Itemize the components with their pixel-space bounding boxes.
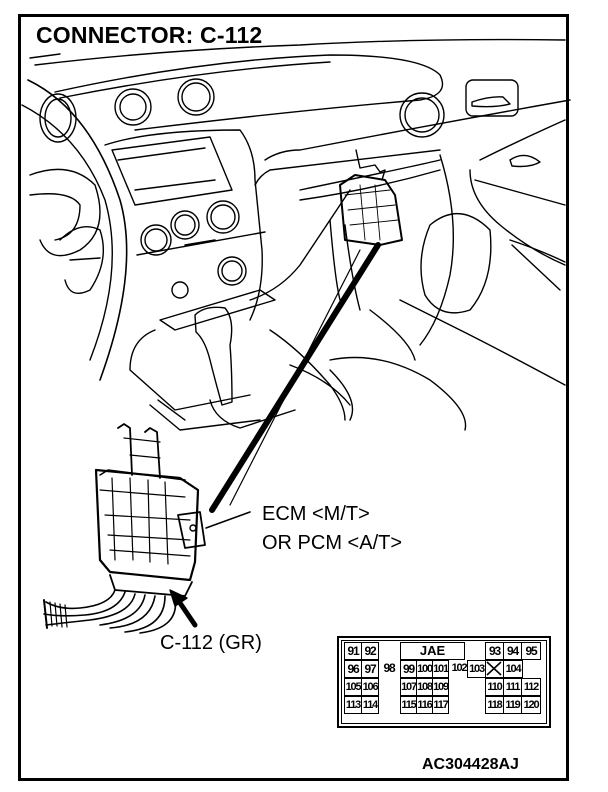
terminal-120: 120 [521, 696, 541, 714]
terminal-105: 105 [344, 678, 362, 696]
terminal-98: 98 [383, 661, 396, 675]
dash-top-edge [29, 38, 566, 66]
button-small [171, 281, 189, 299]
label-leader [205, 511, 251, 529]
connector-c112-illustration [43, 423, 206, 634]
terminal-103: 103 [467, 660, 486, 678]
terminal-95: 95 [521, 642, 541, 660]
dial [217, 256, 247, 286]
terminal-106: 106 [361, 678, 379, 696]
terminal-112: 112 [521, 678, 541, 696]
steering-wheel-outer [27, 79, 128, 381]
terminal-layout-diagram: 91 92 JAE 93 94 95 96 97 98 99 100 101 1… [337, 636, 551, 728]
manufacturer-label: JAE [400, 642, 465, 660]
dash-upper-panel [54, 54, 444, 131]
figure-frame [18, 14, 569, 781]
arrow-head [169, 589, 188, 607]
terminal-108: 108 [416, 678, 433, 696]
empty-terminal-x-icon [486, 661, 502, 676]
glovebox-line [299, 159, 441, 201]
terminal-119: 119 [503, 696, 522, 714]
component-label-pcm: OR PCM <A/T> [262, 532, 403, 554]
terminal-117: 117 [432, 696, 449, 714]
terminal-91: 91 [344, 642, 362, 660]
leader-line-ecm-thin [229, 249, 361, 506]
figure-title: CONNECTOR: C-112 [36, 22, 263, 48]
terminal-97: 97 [361, 660, 379, 678]
terminal-96: 96 [344, 660, 362, 678]
climate-knob-right [206, 200, 240, 234]
center-vent-left [114, 88, 152, 126]
figure-id: AC304428AJ [422, 756, 519, 773]
terminal-113: 113 [344, 696, 362, 714]
terminal-109: 109 [432, 678, 449, 696]
left-vent [39, 93, 77, 143]
terminal-93: 93 [485, 642, 504, 660]
terminal-118: 118 [485, 696, 504, 714]
terminal-111: 111 [503, 678, 522, 696]
steering-hub [29, 168, 101, 257]
pointer-arrow [175, 597, 198, 628]
terminal-104: 104 [503, 660, 523, 678]
center-vent-right [177, 78, 215, 116]
ecm-installed [339, 174, 403, 246]
console [129, 289, 276, 411]
center-stack [111, 136, 233, 206]
passenger-vent [399, 92, 445, 138]
terminal-115: 115 [400, 696, 417, 714]
terminal-99: 99 [400, 660, 417, 678]
steering-wheel-inner [21, 104, 113, 361]
climate-knob-left [140, 224, 172, 256]
climate-knob-mid [170, 210, 200, 240]
passenger-seat [469, 119, 566, 266]
terminal-100: 100 [416, 660, 433, 678]
terminal-116: 116 [416, 696, 433, 714]
terminal-empty [485, 660, 504, 678]
component-label-ecm: ECM <M/T> [262, 503, 370, 525]
terminal-102: 102 [451, 662, 468, 674]
shift-lever [194, 306, 233, 406]
door-handle [465, 79, 519, 117]
terminal-layout-inner [341, 640, 547, 724]
terminal-107: 107 [400, 678, 417, 696]
center-stack-frame [104, 129, 263, 321]
connector-label: C-112 (GR) [160, 632, 262, 654]
terminal-110: 110 [485, 678, 504, 696]
terminal-101: 101 [432, 660, 449, 678]
terminal-94: 94 [503, 642, 522, 660]
steering-spoke [59, 226, 105, 294]
dash-upper-panel-2 [59, 61, 331, 99]
terminal-92: 92 [361, 642, 379, 660]
terminal-114: 114 [361, 696, 379, 714]
